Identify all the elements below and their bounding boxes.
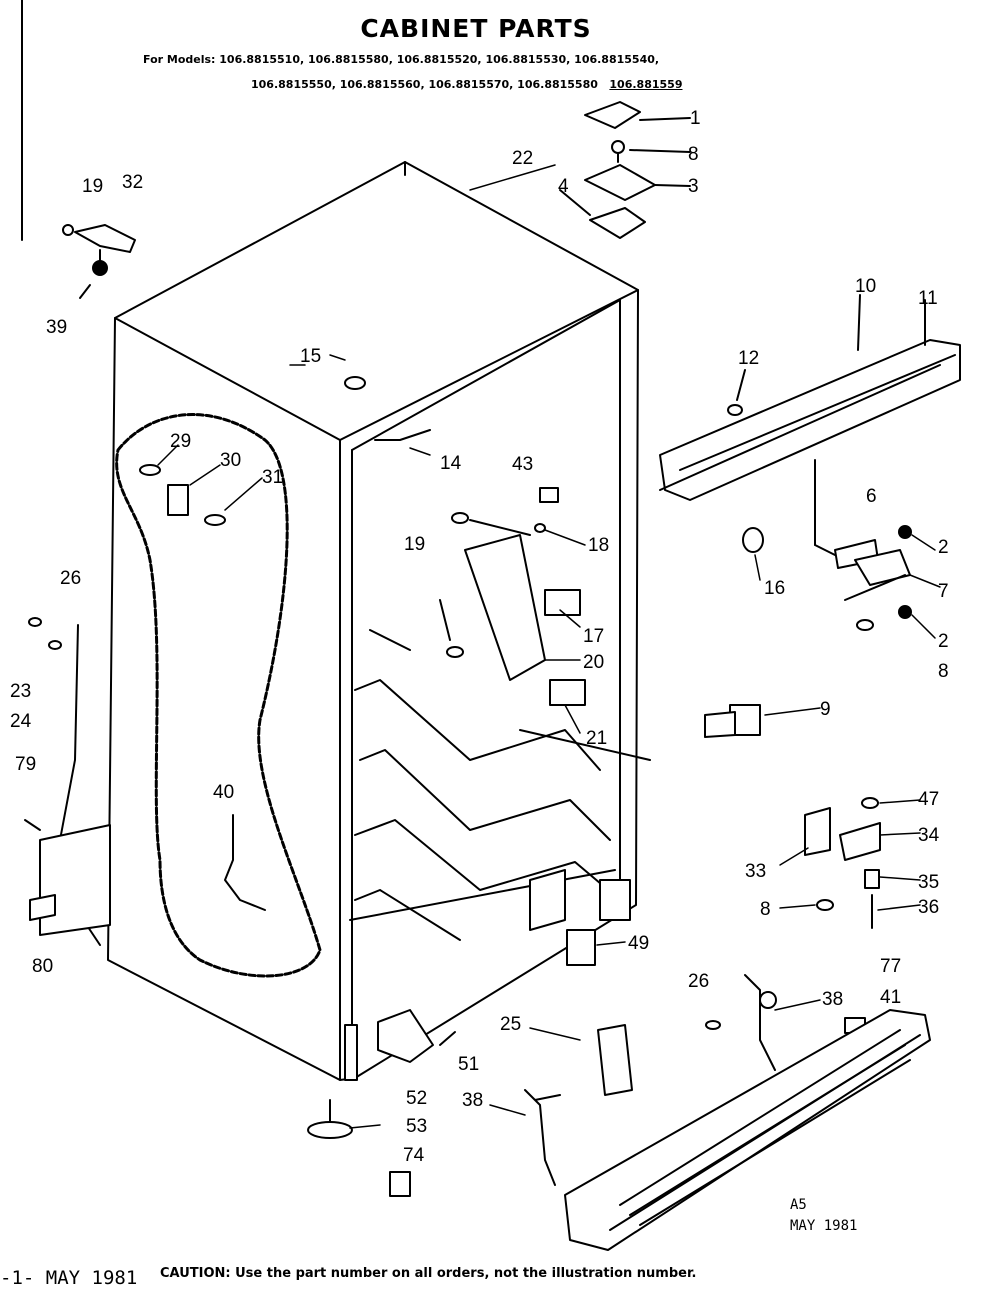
callout-80: 80 — [32, 956, 53, 977]
revision-stamp: A5 MAY 1981 — [790, 1195, 857, 1237]
control-bracket-group — [439, 487, 586, 706]
page-number-date: -1- MAY 1981 — [0, 1267, 138, 1289]
callout-38-left: 38 — [462, 1090, 483, 1111]
callout-labels: 1 8 3 4 22 19 32 39 10 11 12 15 14 29 30… — [10, 108, 949, 1166]
callout-32: 32 — [122, 172, 143, 193]
callout-74: 74 — [403, 1145, 425, 1166]
callout-52: 52 — [406, 1088, 427, 1109]
callout-41: 41 — [880, 987, 901, 1008]
callout-34: 34 — [918, 825, 940, 846]
callout-1: 1 — [690, 108, 701, 129]
callout-49: 49 — [628, 933, 649, 954]
model-list-line-2-text: 106.8815550, 106.8815560, 106.8815570, 1… — [251, 78, 598, 91]
callout-8: 8 — [688, 144, 699, 165]
callout-29: 29 — [170, 431, 191, 452]
part-14-bracket — [374, 429, 431, 441]
callout-12: 12 — [738, 348, 759, 369]
callout-26-right: 26 — [688, 971, 709, 992]
wiring-harness — [115, 413, 322, 978]
leader-lines — [157, 164, 941, 1129]
callout-38-right: 38 — [822, 989, 843, 1010]
callout-35: 35 — [918, 872, 939, 893]
callout-77: 77 — [880, 956, 901, 977]
callout-53: 53 — [406, 1116, 427, 1137]
part-49-plate — [566, 929, 596, 966]
callout-36: 36 — [918, 897, 939, 918]
callout-79: 79 — [15, 754, 36, 775]
callout-20: 20 — [583, 652, 604, 673]
callout-17: 17 — [583, 626, 604, 647]
callout-8-lower: 8 — [760, 899, 771, 920]
part-53-leg — [307, 1099, 353, 1139]
left-tube-group — [24, 617, 111, 946]
callout-4: 4 — [558, 176, 569, 197]
callout-11: 11 — [918, 288, 938, 309]
stamp-date: MAY 1981 — [790, 1218, 858, 1234]
part-40-wire — [224, 814, 266, 911]
top-hinge-assembly — [559, 101, 691, 239]
part-74-cap — [389, 1171, 411, 1197]
model-list-underlined: 106.881559 — [609, 78, 683, 91]
callout-47: 47 — [918, 789, 939, 810]
callout-2-bottom: 2 — [938, 631, 949, 652]
callout-14: 14 — [440, 453, 462, 474]
callout-26-left: 26 — [60, 568, 81, 589]
hinge-bracket-group — [814, 459, 912, 631]
callout-40: 40 — [213, 782, 234, 803]
part-38-right — [705, 974, 777, 1071]
callout-33: 33 — [745, 861, 766, 882]
callout-22: 22 — [512, 148, 533, 169]
callout-21: 21 — [586, 728, 607, 749]
part-52-hinge — [377, 1009, 456, 1063]
callout-19-top: 19 — [82, 176, 103, 197]
stamp-code: A5 — [790, 1197, 807, 1213]
caution-note: CAUTION: Use the part number on all orde… — [160, 1266, 697, 1281]
part-29-31-group — [139, 464, 226, 526]
callout-39: 39 — [46, 317, 67, 338]
callout-8-right: 8 — [938, 661, 949, 682]
callout-24: 24 — [10, 711, 32, 732]
page-title: CABINET PARTS — [360, 14, 592, 43]
cabinet-body — [107, 161, 651, 1081]
callout-31: 31 — [262, 467, 283, 488]
callout-43: 43 — [512, 454, 533, 475]
callout-19-mid: 19 — [404, 534, 425, 555]
part-15-plug — [344, 376, 366, 390]
callout-9: 9 — [820, 699, 831, 720]
callout-30: 30 — [220, 450, 241, 471]
part-41-grille — [564, 1009, 931, 1251]
part-16-plug — [742, 527, 764, 553]
part-32-group — [62, 224, 136, 299]
callout-7: 7 — [938, 581, 949, 602]
callout-2-top: 2 — [938, 537, 949, 558]
callout-15: 15 — [300, 346, 321, 367]
callout-23: 23 — [10, 681, 31, 702]
callout-16: 16 — [764, 578, 785, 599]
model-list-line-1: For Models: 106.8815510, 106.8815580, 10… — [143, 53, 660, 66]
callout-10: 10 — [855, 276, 876, 297]
callout-18: 18 — [588, 535, 609, 556]
model-list-line-2: 106.8815550, 106.8815560, 106.8815570, 1… — [251, 78, 682, 91]
callout-3: 3 — [688, 176, 699, 197]
part-25-block — [597, 1024, 633, 1096]
callout-6: 6 — [866, 486, 877, 507]
callout-51: 51 — [458, 1054, 479, 1075]
right-bracket-group — [804, 797, 881, 929]
part-9-latch — [704, 704, 761, 738]
part-38-left — [524, 1089, 561, 1186]
callout-25: 25 — [500, 1014, 521, 1035]
rail-assembly — [659, 294, 961, 501]
